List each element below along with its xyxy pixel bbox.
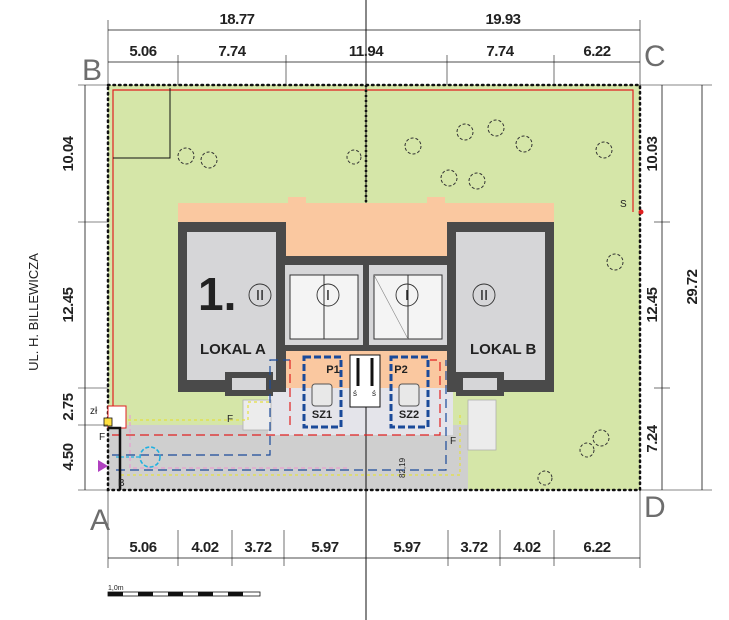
room-class-center-right: I — [405, 287, 409, 304]
step-left-inner — [232, 378, 266, 390]
dim-left-3: 2.75 — [60, 393, 77, 420]
meter-box — [103, 417, 113, 427]
scale-bar — [107, 591, 261, 597]
room-class-b: II — [480, 287, 488, 304]
step-right-inner — [463, 378, 497, 390]
dim-top-1: 5.06 — [129, 43, 156, 60]
chimney-left — [288, 197, 306, 205]
gate-post — [108, 426, 122, 490]
windows — [289, 274, 443, 340]
stair-label-right: ś — [372, 389, 376, 398]
room-class-center-left: I — [326, 287, 330, 304]
label-sz2: SZ2 — [399, 409, 419, 421]
building-line — [112, 89, 634, 422]
marker-s: S — [620, 199, 627, 210]
label-p2: P2 — [394, 364, 407, 376]
stair-label-left: ś — [353, 389, 357, 398]
parking-p2 — [389, 355, 430, 429]
entry-arrow-icon — [98, 460, 108, 472]
corner-b: B — [82, 54, 102, 87]
dim-bottom-5: 5.97 — [393, 539, 420, 556]
chimney-right — [427, 197, 445, 205]
driveway — [108, 425, 468, 490]
utility-lines — [112, 359, 461, 476]
level-mark: 82,19 — [398, 457, 407, 478]
roman-circles — [248, 283, 496, 307]
marker-zl: zł — [90, 406, 98, 417]
marker-f-left: F — [227, 414, 233, 425]
scale-label: 1,0m — [108, 585, 124, 592]
plot-boundary — [106, 83, 642, 492]
room-class-a: II — [256, 287, 264, 304]
label-sz1: SZ1 — [312, 409, 332, 421]
bins — [311, 383, 420, 407]
unit-number: 1. — [198, 268, 236, 320]
marker-b: B — [118, 478, 125, 489]
ref-line — [113, 88, 171, 159]
marker-f-right: F — [450, 436, 456, 447]
dim-top-2: 7.74 — [218, 43, 246, 60]
street-name: UL. H. BILLEWICZA — [26, 253, 41, 371]
dim-top-5: 6.22 — [583, 43, 610, 60]
corner-a: A — [90, 504, 110, 537]
dim-bottom-7: 4.02 — [513, 539, 540, 556]
marker-f-gate: F — [99, 432, 105, 443]
dim-left-1: 10.04 — [60, 135, 77, 171]
dim-right-3: 7.24 — [644, 424, 661, 452]
corner-d: D — [644, 491, 666, 524]
dim-top-overall-1: 18.77 — [219, 11, 254, 28]
survey-point — [638, 209, 644, 215]
dim-bottom-4: 5.97 — [311, 539, 338, 556]
label-lokal-b: LOKAL B — [470, 341, 537, 358]
dim-bottom-6: 3.72 — [460, 539, 487, 556]
dim-bottom-3: 3.72 — [244, 539, 271, 556]
corner-c: C — [644, 40, 666, 73]
dim-bottom-1: 5.06 — [129, 539, 156, 556]
label-p1: P1 — [326, 364, 339, 376]
dim-bottom-2: 4.02 — [191, 539, 218, 556]
dim-top-overall-2: 19.93 — [485, 11, 520, 28]
parking-p1 — [302, 355, 343, 429]
label-lokal-a: LOKAL A — [200, 341, 266, 358]
trees — [177, 119, 624, 486]
stairs — [349, 354, 381, 408]
dim-right-total: 29.72 — [684, 269, 701, 304]
dimension-lines — [78, 20, 712, 568]
room-lokal-b — [456, 232, 545, 380]
terrace-right — [467, 399, 497, 451]
dim-right-1: 10.03 — [644, 136, 661, 171]
terrace-left — [242, 399, 272, 431]
dim-right-2: 12.45 — [644, 287, 661, 322]
well-symbol — [139, 446, 161, 468]
dim-top-3: 11.94 — [349, 43, 384, 60]
dim-left-2: 12.45 — [60, 287, 77, 322]
dim-bottom-8: 6.22 — [583, 539, 610, 556]
dim-top-4: 7.74 — [486, 43, 514, 60]
dim-left-4: 4.50 — [60, 443, 77, 470]
